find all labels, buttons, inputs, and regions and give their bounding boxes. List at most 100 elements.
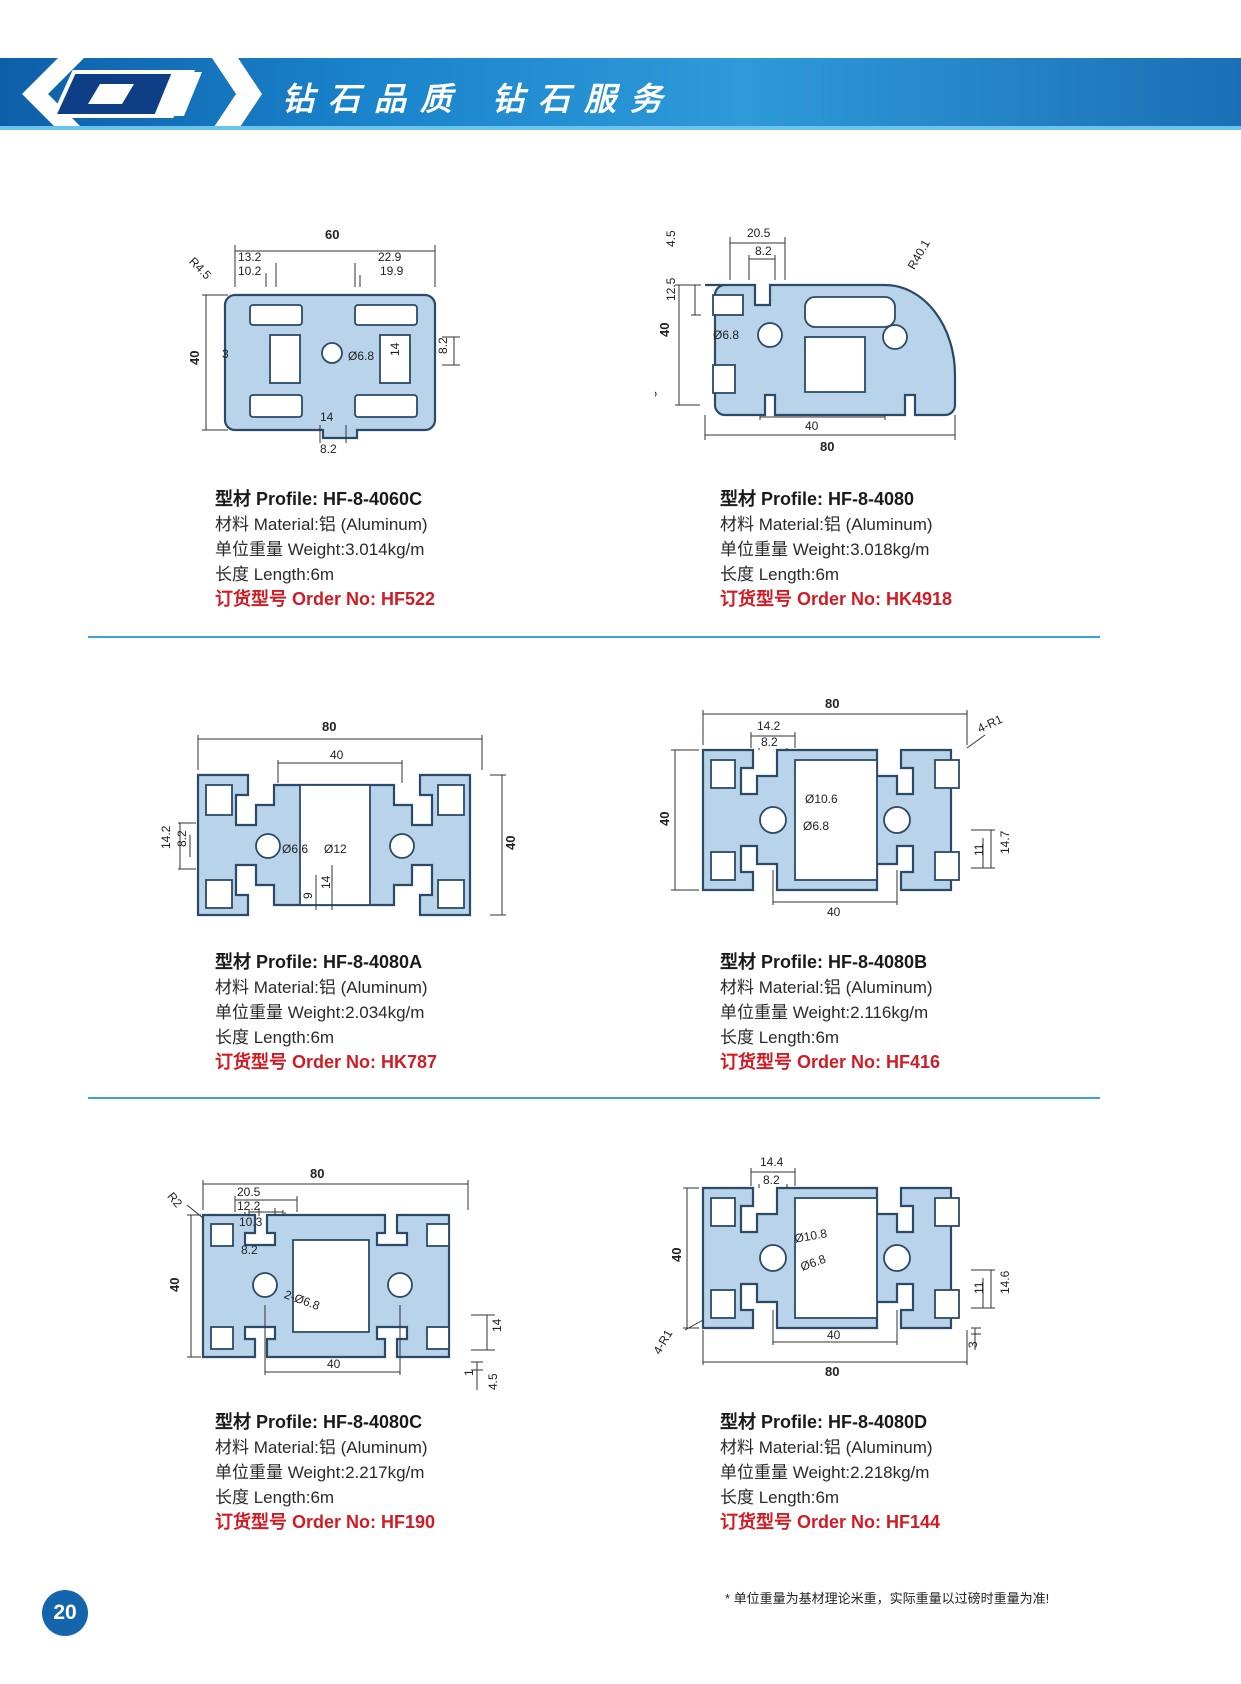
profile-drawing-4: 80 14.2 8.2 4-R1 Ø10.6 Ø6.8 40 11 14.7 4… (657, 696, 1012, 919)
dim-text: 1 (462, 1369, 476, 1376)
order-value: HF144 (886, 1512, 941, 1532)
dim-text: 40 (669, 1248, 684, 1262)
dim-text: 4-R1 (655, 1327, 676, 1357)
order-value: HF190 (381, 1512, 436, 1532)
weight-label: 单位重量 Weight: (215, 1463, 346, 1482)
material-label: 材料 Material: (215, 1438, 319, 1457)
order-label: 订货型号 Order No: (720, 589, 882, 609)
header-stripe (0, 126, 1241, 130)
dim-text: Ø6.8 (803, 819, 829, 833)
profile-drawing-1: 60 13.2 10.2 22.9 19.9 R4.5 40 3 Ø6.8 14… (186, 227, 460, 455)
dim-text: 20.5 (747, 226, 771, 240)
profile-value: HF-8-4080D (828, 1412, 928, 1432)
profile-value: HF-8-4080C (323, 1412, 423, 1432)
weight-label: 单位重量 Weight: (215, 1003, 346, 1022)
dim-text: 4.5 (664, 230, 678, 247)
material-value: 铝 (Aluminum) (823, 515, 933, 534)
material-value: 铝 (Aluminum) (823, 1438, 933, 1457)
material-value: 铝 (Aluminum) (318, 1438, 428, 1457)
length-value: 6m (815, 1028, 840, 1047)
dim-text: 80 (820, 439, 834, 454)
material-value: 铝 (Aluminum) (318, 978, 428, 997)
weight-value: 2.217kg/m (345, 1463, 425, 1482)
profile-value: HF-8-4080 (828, 489, 915, 509)
dim-text: 40 (187, 351, 202, 365)
spec-list-3: 型材 Profile: HF-8-4080A 材料 Material:铝 (Al… (215, 950, 437, 1075)
dim-text: 40 (167, 1278, 182, 1292)
page-number: 20 (42, 1590, 88, 1636)
order-value: HK4918 (886, 589, 953, 609)
section-divider (88, 1097, 1100, 1099)
dim-text: 11 (972, 1281, 986, 1294)
weight-label: 单位重量 Weight: (215, 540, 346, 559)
dim-text: 40 (657, 323, 672, 337)
dim-text: Ø10.6 (805, 792, 838, 806)
dim-text: 80 (825, 696, 839, 711)
footnote: * 单位重量为基材理论米重，实际重量以过磅时重量为准! (725, 1591, 1050, 1606)
dim-text: 3 (222, 347, 229, 361)
dim-text: Ø6.8 (713, 328, 739, 342)
order-label: 订货型号 Order No: (215, 1052, 377, 1072)
order-label: 订货型号 Order No: (215, 589, 377, 609)
dim-text: 14 (490, 1318, 504, 1332)
dim-text: 40 (827, 1328, 841, 1342)
material-label: 材料 Material: (215, 978, 319, 997)
profile-label: 型材 Profile: (215, 1412, 319, 1432)
slogan-service: 钻石服务 (492, 80, 677, 118)
product-card-3: 80 40 14.2 8.2 Ø6.6 Ø12 40 9 14 型材 Profi… (160, 705, 680, 1135)
order-label: 订货型号 Order No: (720, 1512, 882, 1532)
length-value: 6m (815, 565, 840, 584)
length-label: 长度 Length: (215, 565, 311, 584)
dim-text: 19.9 (380, 264, 404, 278)
length-value: 6m (310, 565, 335, 584)
dim-text: 8.2 (320, 442, 337, 455)
slogan-quality: 钻石品质 (282, 80, 467, 118)
length-label: 长度 Length: (215, 1488, 311, 1507)
dim-text: Ø10.8 (793, 1226, 828, 1246)
dim-text: Ø6.6 (282, 842, 308, 856)
profile-drawing-5: 80 20.5 12.2 10.3 R2 8.2 40 2-Ø6.8 14 40… (165, 1166, 504, 1390)
dim-text: 14 (320, 410, 334, 424)
dim-text: 60 (325, 227, 339, 242)
material-value: 铝 (Aluminum) (823, 978, 933, 997)
dim-text: 8.2 (763, 1173, 780, 1187)
dim-text: 80 (322, 719, 336, 734)
dim-text: 20.5 (237, 1185, 261, 1199)
dim-text: 14.2 (160, 825, 173, 849)
dim-text: R2 (165, 1189, 185, 1210)
product-card-2: 20.5 8.2 4.5 12.5 R40.1 40 Ø6.8 R5 40 80… (655, 225, 1175, 655)
weight-label: 单位重量 Weight: (720, 1463, 851, 1482)
dim-text: 8.2 (761, 735, 778, 749)
dim-text: 12.5 (664, 277, 678, 301)
dim-text: 40 (503, 836, 518, 850)
dim-text: 11 (972, 843, 986, 856)
product-card-1: 60 13.2 10.2 22.9 19.9 R4.5 40 3 Ø6.8 14… (180, 225, 700, 655)
profile-label: 型材 Profile: (720, 952, 824, 972)
material-label: 材料 Material: (720, 515, 824, 534)
dim-text: 12.2 (237, 1199, 261, 1213)
header-slogan: 钻石品质钻石服务 (282, 74, 702, 120)
dim-text: 14.7 (998, 830, 1012, 854)
dim-text: 14.6 (998, 1270, 1012, 1294)
dim-text: Ø12 (324, 842, 347, 856)
weight-value: 2.218kg/m (850, 1463, 930, 1482)
product-card-6: 14.4 8.2 40 Ø10.8 Ø6.8 4-R1 11 14.6 40 8… (655, 1150, 1175, 1580)
dim-text: 14 (319, 875, 333, 889)
weight-value: 3.018kg/m (850, 540, 930, 559)
material-label: 材料 Material: (215, 515, 319, 534)
dim-text: 40 (327, 1357, 341, 1371)
weight-label: 单位重量 Weight: (720, 540, 851, 559)
spec-list-1: 型材 Profile: HF-8-4060C 材料 Material:铝 (Al… (215, 487, 435, 612)
length-label: 长度 Length: (720, 1488, 816, 1507)
length-label: 长度 Length: (720, 565, 816, 584)
material-label: 材料 Material: (720, 1438, 824, 1457)
profile-label: 型材 Profile: (720, 489, 824, 509)
dim-text: 10.3 (239, 1215, 263, 1229)
dim-text: 40 (330, 748, 344, 762)
material-label: 材料 Material: (720, 978, 824, 997)
dim-text: 40 (805, 419, 819, 433)
brand-logo-icon (22, 58, 262, 130)
dim-text: 40 (827, 905, 841, 919)
section-divider (88, 636, 1100, 638)
spec-list-2: 型材 Profile: HF-8-4080 材料 Material:铝 (Alu… (720, 487, 952, 612)
